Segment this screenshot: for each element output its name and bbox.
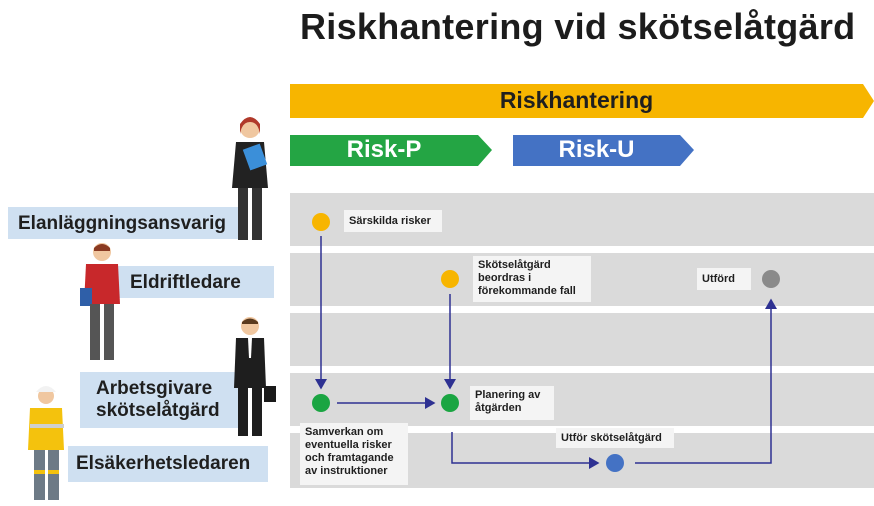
node-sarskilda-yellow xyxy=(312,213,330,231)
swimlane-3 xyxy=(290,313,874,366)
risk-u-label: Risk-U xyxy=(558,136,635,163)
node-beordras-yellow xyxy=(441,270,459,288)
arrow-planering-to-utfor xyxy=(451,432,600,469)
role-eldriftledare: Eldriftledare xyxy=(112,266,274,298)
role-arbetsgivare: Arbetsgivare skötselåtgärd xyxy=(80,372,240,428)
role-label: Elsäkerhetsledaren xyxy=(76,453,251,474)
role-elsakerhetsledaren: Elsäkerhetsledaren xyxy=(68,446,268,482)
node-samverkan-green xyxy=(312,394,330,412)
risk-u-banner xyxy=(513,135,694,166)
swimlane-4 xyxy=(290,373,874,426)
page-title: Riskhantering vid skötselåtgärd xyxy=(300,6,856,47)
role-label: Arbetsgivare skötselåtgärd xyxy=(96,378,220,421)
person-businessman-phone-icon xyxy=(234,317,276,436)
person-worker-hardhat-icon xyxy=(28,386,64,500)
step-utford: Utförd xyxy=(697,268,751,290)
risk-p-banner xyxy=(290,135,492,166)
step-samverkan: Samverkan om eventuella risker och framt… xyxy=(300,423,408,485)
node-utfor-blue xyxy=(606,454,624,472)
role-label: Eldriftledare xyxy=(130,272,241,293)
step-sarskilda-risker: Särskilda risker xyxy=(344,210,442,232)
node-utford-grey xyxy=(762,270,780,288)
role-elanlaggningsansvarig: Elanläggningsansvarig xyxy=(8,207,240,239)
person-man-red-sweater-icon xyxy=(80,243,120,360)
step-beordras: Skötselåtgärd beordras i förekommande fa… xyxy=(473,256,591,302)
node-planering-green xyxy=(441,394,459,412)
step-utfor: Utför skötselåtgärd xyxy=(556,428,674,448)
step-planering: Planering av åtgärden xyxy=(470,386,554,420)
role-label: Elanläggningsansvarig xyxy=(18,213,226,234)
person-woman-icon xyxy=(232,117,268,240)
riskhantering-banner xyxy=(290,84,874,118)
risk-p-label: Risk-P xyxy=(346,136,422,163)
riskhantering-label: Riskhantering xyxy=(499,87,654,113)
arrow-utfor-to-utford xyxy=(635,298,777,464)
